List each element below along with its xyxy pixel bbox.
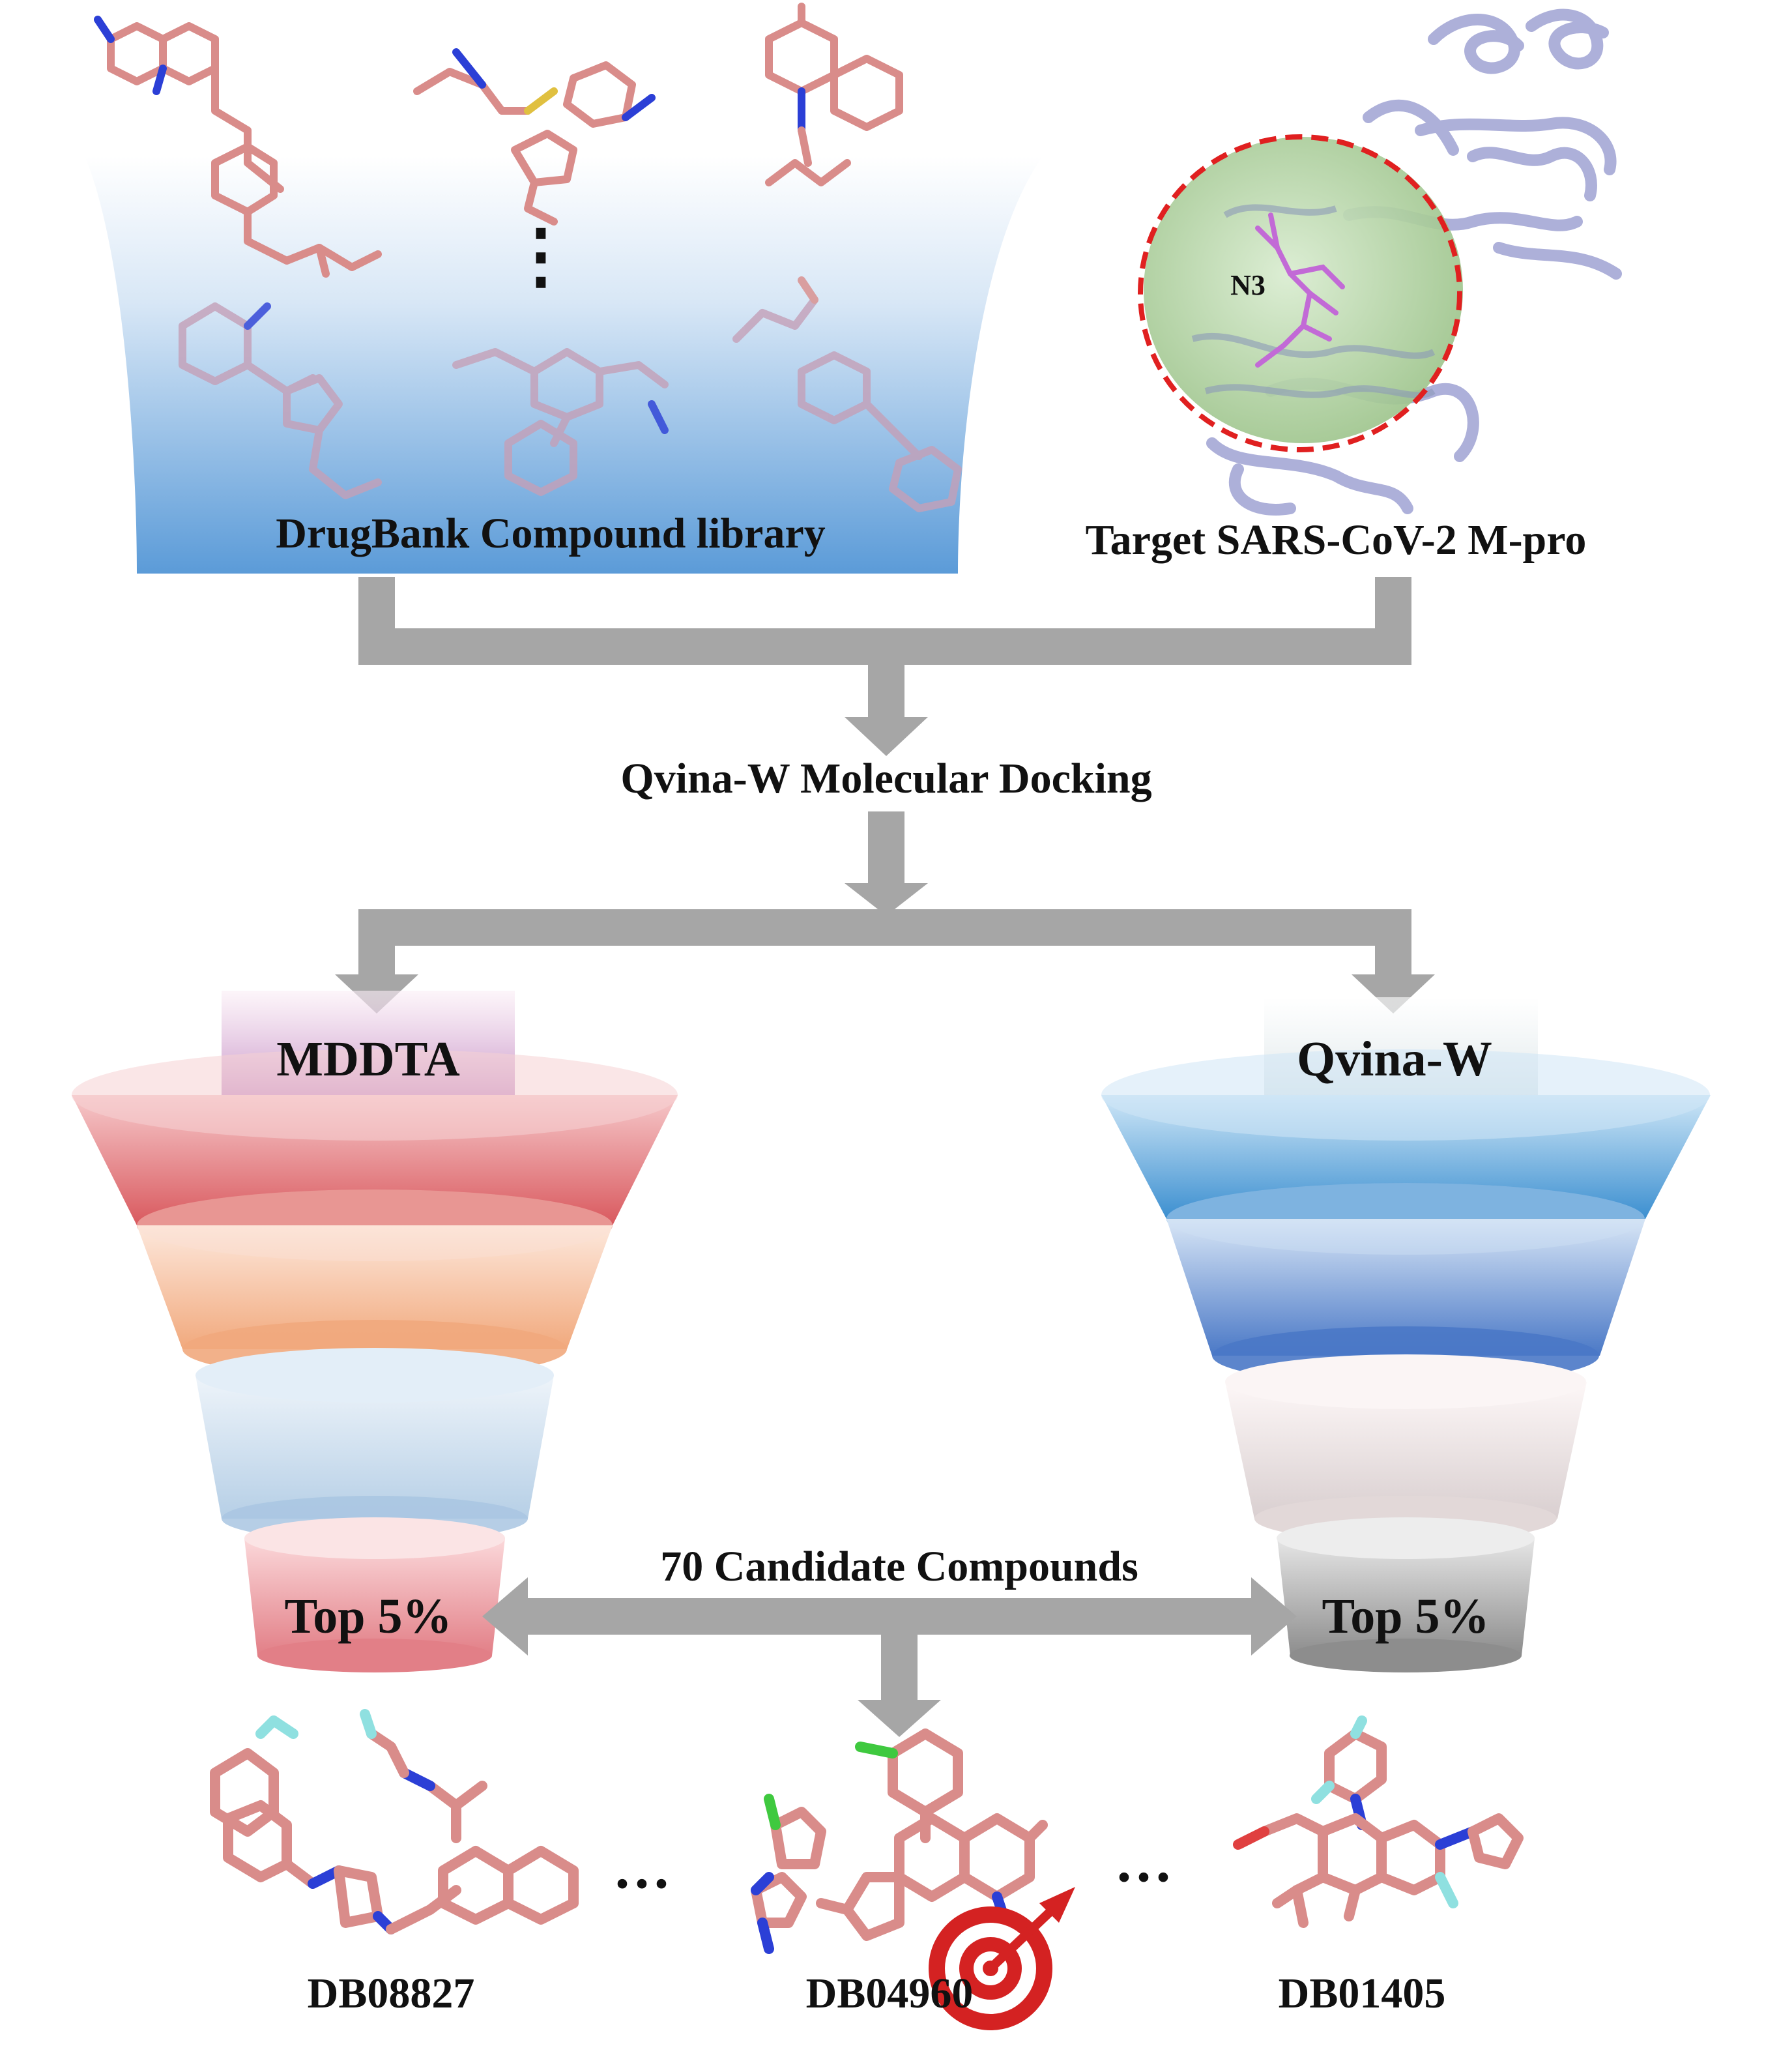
target-icon bbox=[929, 1887, 1075, 2030]
mddta-title: MDDTA bbox=[276, 1032, 460, 1087]
compound-db08827-structure bbox=[210, 1709, 579, 1934]
candidates-label: 70 Candidate Compounds bbox=[660, 1543, 1138, 1590]
library-molecule-3 bbox=[765, 3, 903, 186]
target-protein-panel: N3 Target SARS-CoV-2 M-pro bbox=[1086, 8, 1622, 564]
binding-site-dashed-ring bbox=[1138, 134, 1462, 452]
qvina-funnel bbox=[1101, 997, 1711, 1672]
mddta-funnel bbox=[72, 991, 678, 1672]
library-molecule-6 bbox=[732, 276, 962, 512]
library-label: DrugBank Compound library bbox=[276, 510, 826, 557]
n3-ligand-label: N3 bbox=[1230, 269, 1266, 301]
n3-ligand bbox=[1255, 212, 1345, 368]
merge-arrow bbox=[358, 577, 1411, 756]
docking-label: Qvina-W Molecular Docking bbox=[620, 755, 1151, 802]
pocket-inner-cartoon bbox=[1191, 204, 1436, 399]
library-molecule-5 bbox=[452, 348, 669, 496]
library-molecule-1 bbox=[94, 16, 382, 278]
compound-db01405: DB01405 bbox=[1233, 1715, 1524, 2017]
compound-db08827: DB08827 bbox=[210, 1709, 579, 2017]
compound-db01405-id: DB01405 bbox=[1279, 1970, 1446, 2017]
library-molecule-2 bbox=[413, 48, 656, 226]
compound-db04960-id: DB04960 bbox=[806, 1970, 974, 2017]
compound-library-panel: ⋮ DrugBank Compound library bbox=[85, 3, 1043, 574]
mddta-top-label: Top 5% bbox=[285, 1589, 452, 1644]
separator-ellipsis-left: ··· bbox=[613, 1852, 671, 1916]
target-label: Target SARS-CoV-2 M-pro bbox=[1086, 516, 1587, 564]
library-ellipsis: ⋮ bbox=[505, 216, 577, 296]
compound-db04960-structure bbox=[751, 1729, 1048, 1954]
compound-db04960: DB04960 bbox=[751, 1729, 1075, 2030]
compound-db08827-id: DB08827 bbox=[308, 1970, 475, 2017]
compound-db01405-structure bbox=[1233, 1715, 1524, 1928]
library-molecule-4 bbox=[179, 302, 382, 499]
qvina-top-label: Top 5% bbox=[1322, 1589, 1490, 1644]
candidate-arrows bbox=[482, 1577, 1297, 1737]
separator-ellipsis-right: ··· bbox=[1114, 1845, 1173, 1910]
split-arrow bbox=[335, 811, 1435, 1014]
qvina-title: Qvina-W bbox=[1297, 1032, 1492, 1087]
